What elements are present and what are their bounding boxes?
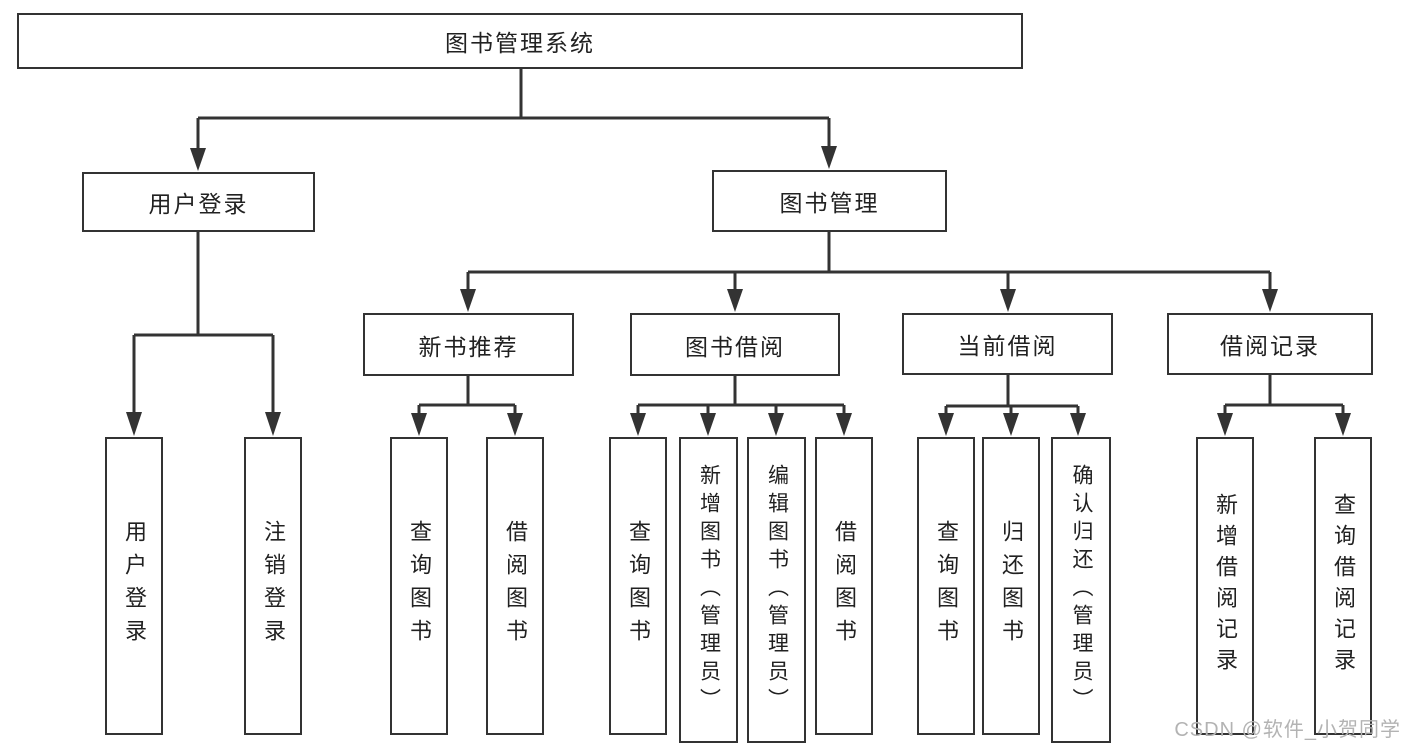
node-label: 用户登录 [148, 191, 249, 217]
connector-login [126, 232, 281, 436]
leaf-label: 查询图书 [407, 520, 432, 652]
leaf-label: 新增借阅记录 [1213, 493, 1238, 679]
leaf-records-add-record: 新增借阅记录 [1196, 437, 1254, 735]
node-label: 图书借阅 [685, 333, 785, 360]
node-current-borrow: 当前借阅 [902, 313, 1113, 375]
leaf-label: 查询图书 [626, 520, 651, 652]
leaf-newbooks-borrow-books: 借阅图书 [486, 437, 544, 735]
leaf-label: 新增图书（管理员） [697, 464, 721, 716]
leaf-label: 查询图书 [934, 520, 959, 652]
leaf-current-query-books: 查询图书 [917, 437, 975, 735]
node-system-title: 图书管理系统 [17, 13, 1023, 69]
leaf-label: 借阅图书 [503, 520, 528, 652]
leaf-current-return-books: 归还图书 [982, 437, 1040, 735]
leaf-records-query-record: 查询借阅记录 [1314, 437, 1372, 735]
leaf-logout: 注销登录 [244, 437, 302, 735]
connector-current [938, 375, 1086, 436]
leaf-newbooks-query-books: 查询图书 [390, 437, 448, 735]
leaf-borrow-add-books-admin: 新增图书（管理员） [679, 437, 738, 743]
connector-root [190, 69, 837, 171]
leaf-label: 查询借阅记录 [1331, 493, 1356, 679]
csdn-watermark: CSDN @软件_小贺同学 [1174, 719, 1401, 741]
leaf-borrow-edit-books-admin: 编辑图书（管理员） [747, 437, 806, 743]
leaf-label: 确认归还（管理员） [1070, 464, 1093, 716]
leaf-borrow-borrow-books: 借阅图书 [815, 437, 873, 735]
connector-management [460, 232, 1278, 312]
node-book-management: 图书管理 [712, 170, 947, 232]
leaf-label: 归还图书 [999, 520, 1024, 652]
node-label: 新书推荐 [418, 333, 519, 360]
leaf-current-confirm-return-admin: 确认归还（管理员） [1051, 437, 1111, 743]
node-borrow-records: 借阅记录 [1167, 313, 1373, 375]
connector-new-books [411, 376, 523, 436]
connector-borrow [630, 376, 852, 436]
node-label: 当前借阅 [957, 333, 1058, 359]
node-new-book-recommend: 新书推荐 [363, 313, 574, 376]
node-label: 借阅记录 [1220, 333, 1320, 359]
leaf-borrow-query-books: 查询图书 [609, 437, 667, 735]
connector-records [1217, 375, 1351, 436]
leaf-label: 借阅图书 [832, 520, 857, 652]
leaf-label: 用户登录 [122, 520, 147, 652]
node-label: 图书管理系统 [445, 30, 595, 56]
node-label: 图书管理 [779, 190, 880, 216]
leaf-label: 编辑图书（管理员） [765, 464, 789, 716]
node-book-borrow: 图书借阅 [630, 313, 840, 376]
node-user-login: 用户登录 [82, 172, 315, 232]
leaf-label: 注销登录 [261, 520, 286, 652]
leaf-user-login: 用户登录 [105, 437, 163, 735]
